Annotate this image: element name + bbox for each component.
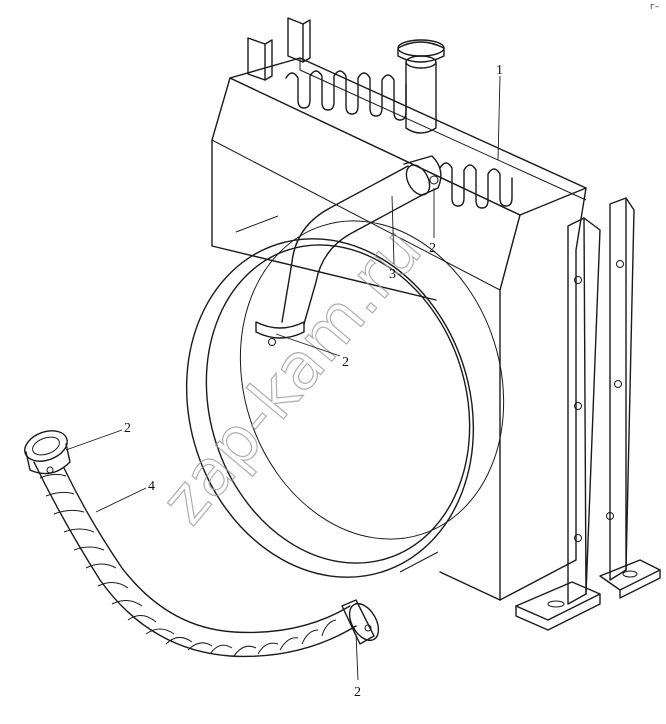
fan-shroud-ring xyxy=(185,215,505,578)
callout-clamp-top: 2 xyxy=(429,241,436,256)
callouts: 1 2 3 2 2 4 2 xyxy=(65,63,503,700)
callout-clamp-hose-top: 2 xyxy=(124,421,131,436)
upper-pipe xyxy=(255,155,442,346)
callout-clamp-pipe-bend: 2 xyxy=(342,355,349,370)
radiator-fins xyxy=(285,70,513,209)
callout-pipe: 3 xyxy=(389,267,396,282)
side-mounting-brackets xyxy=(515,197,661,631)
callout-radiator: 1 xyxy=(496,63,503,78)
callout-hose: 4 xyxy=(148,479,155,494)
top-mounting-lugs xyxy=(247,17,311,81)
radiator-core xyxy=(211,57,587,601)
filler-neck xyxy=(397,39,445,134)
corner-mark: г– xyxy=(650,2,660,12)
corrugated-hose xyxy=(24,430,380,658)
callout-clamp-hose-bottom: 2 xyxy=(354,685,361,700)
